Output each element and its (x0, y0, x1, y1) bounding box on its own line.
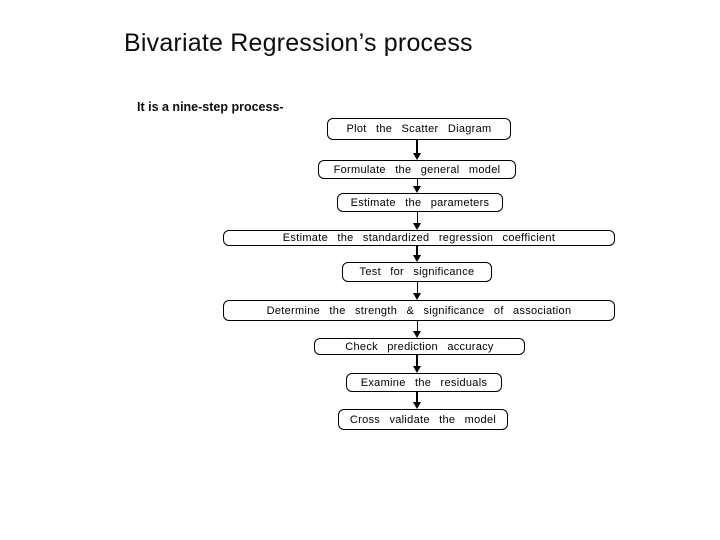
arrow-stem (415, 246, 419, 255)
flow-step-formulate-general-model: Formulate the general model (318, 160, 516, 179)
arrow-down-icon (413, 140, 421, 160)
arrowhead-icon (413, 331, 421, 338)
flow-step-cross-validate-model: Cross validate the model (338, 409, 508, 430)
arrowhead-icon (413, 366, 421, 373)
arrow-down-icon (413, 179, 421, 193)
arrow-stem (415, 355, 419, 366)
arrow-down-icon (413, 321, 421, 338)
flow-step-check-prediction-accuracy: Check prediction accuracy (314, 338, 525, 355)
arrow-down-icon (413, 246, 421, 262)
flow-step-test-significance: Test for significance (342, 262, 492, 282)
arrow-down-icon (413, 211, 421, 230)
arrowhead-icon (413, 186, 421, 193)
slide-title: Bivariate Regression’s process (124, 29, 473, 57)
arrow-stem (416, 282, 418, 293)
arrowhead-icon (413, 255, 421, 262)
flow-step-examine-residuals: Examine the residuals (346, 373, 502, 392)
arrow-stem (416, 211, 418, 223)
flow-step-determine-strength-association: Determine the strength & significance of… (223, 300, 615, 321)
arrowhead-icon (413, 402, 421, 409)
arrow-stem (416, 321, 418, 331)
flow-step-estimate-parameters: Estimate the parameters (337, 193, 503, 212)
arrow-down-icon (413, 392, 421, 409)
arrowhead-icon (413, 223, 421, 230)
flow-step-plot-scatter-diagram: Plot the Scatter Diagram (327, 118, 511, 140)
arrow-stem (415, 392, 419, 402)
arrow-down-icon (413, 282, 421, 300)
arrow-stem (415, 140, 419, 153)
arrowhead-icon (413, 153, 421, 160)
arrow-down-icon (413, 355, 421, 373)
arrow-stem (416, 179, 418, 186)
slide-subtitle: It is a nine-step process- (137, 100, 284, 114)
flow-step-estimate-standardized-coefficient: Estimate the standardized regression coe… (223, 230, 615, 246)
arrowhead-icon (413, 293, 421, 300)
